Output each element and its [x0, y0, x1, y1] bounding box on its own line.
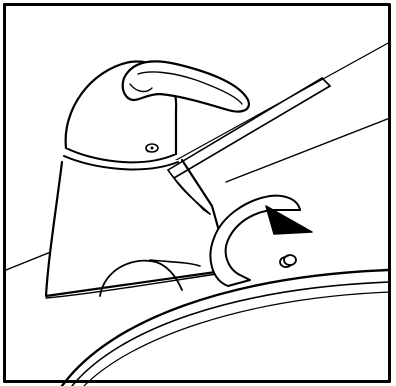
set-screw-icon	[280, 255, 296, 267]
rotation-arrow-icon	[210, 196, 312, 286]
wall-diagonal-line	[140, 42, 390, 180]
